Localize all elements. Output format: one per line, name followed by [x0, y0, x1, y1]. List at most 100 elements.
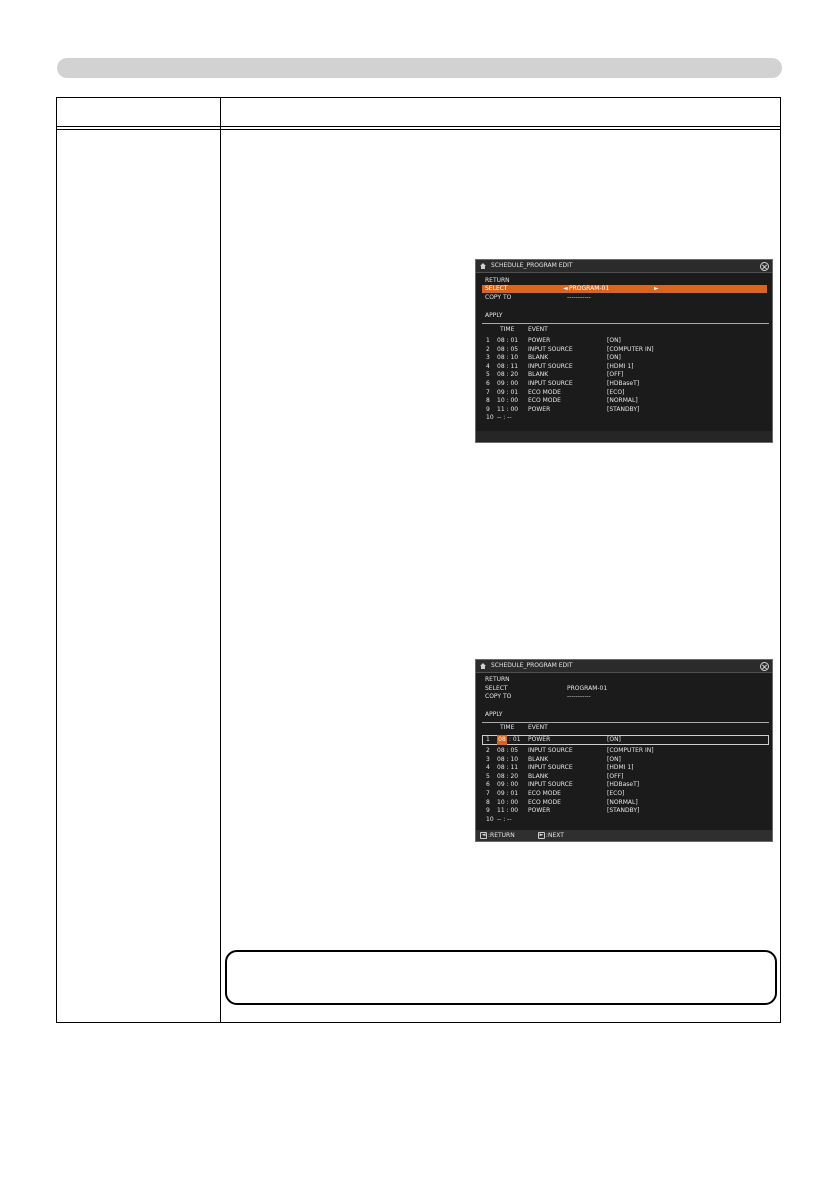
separator — [482, 323, 769, 324]
row-time: 08 : 01 — [497, 337, 519, 344]
menu-apply[interactable]: APPLY — [485, 312, 503, 319]
table-header-divider-double — [57, 129, 780, 130]
row-number: 8 — [486, 397, 490, 405]
row-event: BLANK — [528, 755, 549, 763]
row-time: 09 : 01 — [497, 388, 519, 396]
row-time: -- : -- — [497, 815, 512, 823]
table-column-divider — [220, 98, 221, 1022]
row-time: 11 : 00 — [497, 807, 519, 815]
row-time: 08 : 05 — [497, 747, 519, 754]
select-value: PROGRAM-01 — [569, 285, 610, 292]
row-time: 11 : 00 — [497, 405, 519, 413]
row-number: 3 — [486, 755, 490, 763]
row-number: 7 — [486, 388, 490, 396]
schedule-row[interactable]: 9 11 : 00 POWER [STANDBY] — [476, 807, 772, 815]
content-table — [56, 97, 781, 1023]
row-param: [COMPUTER IN] — [607, 747, 654, 754]
row-param: [STANDBY] — [607, 405, 640, 413]
hour-cursor[interactable]: 08 — [497, 735, 507, 745]
osd-schedule-edit-time: SCHEDULE_PROGRAM EDIT RETURN SELECT PROG… — [475, 659, 773, 842]
close-icon[interactable] — [760, 662, 769, 671]
row-event: POWER — [528, 736, 551, 743]
row-param: [OFF] — [607, 772, 624, 780]
left-key-icon: ◄ — [480, 832, 487, 839]
row-time: 09 : 00 — [497, 380, 519, 387]
close-icon[interactable] — [760, 262, 769, 271]
arrow-left-icon[interactable]: ◄ — [563, 285, 568, 292]
menu-return[interactable]: RETURN — [485, 676, 510, 683]
row-param: [NORMAL] — [607, 798, 638, 806]
row-number: 6 — [486, 781, 490, 789]
row-time: 10 : 00 — [497, 397, 519, 405]
column-time: TIME — [500, 724, 515, 731]
menu-select[interactable]: SELECT — [485, 685, 508, 692]
row-number: 1 — [486, 736, 490, 743]
menu-select[interactable]: SELECT — [485, 285, 508, 292]
selected-row-box[interactable] — [482, 735, 769, 745]
row-event: ECO MODE — [528, 397, 561, 405]
schedule-row[interactable]: 10-- : -- — [476, 414, 772, 422]
separator — [482, 722, 769, 723]
osd-footer: ◄:RETURN ►:NEXT — [476, 830, 772, 841]
row-time: 08 : 20 — [497, 772, 519, 780]
menu-copy-to[interactable]: COPY TO — [485, 693, 512, 700]
row-event: BLANK — [528, 772, 549, 780]
footer-next[interactable]: ►:NEXT — [538, 832, 564, 839]
row-event: BLANK — [528, 371, 549, 379]
row-number: 10 — [486, 815, 494, 823]
osd-title-bar: SCHEDULE_PROGRAM EDIT — [476, 660, 772, 673]
row-number: 10 — [486, 414, 494, 422]
arrow-right-icon[interactable]: ► — [654, 285, 659, 292]
menu-copy-to[interactable]: COPY TO — [485, 294, 512, 301]
home-icon — [480, 263, 486, 269]
menu-apply[interactable]: APPLY — [485, 711, 503, 718]
section-header-bar — [57, 58, 782, 78]
schedule-row-selected[interactable]: 1 08 : 01 POWER [ON] — [476, 735, 772, 745]
schedule-row[interactable]: 10-- : -- — [476, 816, 772, 824]
copy-to-value: ----------- — [567, 693, 591, 700]
row-time: 08 : 10 — [497, 354, 519, 362]
row-time: 10 : 00 — [497, 798, 519, 806]
home-icon — [480, 663, 486, 669]
menu-return[interactable]: RETURN — [485, 277, 510, 284]
row-time: -- : -- — [497, 414, 512, 422]
row-event: POWER — [528, 807, 551, 815]
row-event: POWER — [528, 337, 551, 344]
row-param: [ON] — [607, 354, 621, 362]
row-event: ECO MODE — [528, 798, 561, 806]
row-time: 08 : 11 — [497, 764, 519, 772]
row-number: 9 — [486, 807, 490, 815]
row-time: 08 : 20 — [497, 371, 519, 379]
row-number: 6 — [486, 380, 490, 387]
row-param: [HDMI 1] — [607, 362, 634, 370]
footer-return[interactable]: ◄:RETURN — [480, 832, 515, 839]
row-param: [ECO] — [607, 388, 625, 396]
row-param: [STANDBY] — [607, 807, 640, 815]
selection-highlight — [482, 285, 767, 293]
select-value: PROGRAM-01 — [567, 685, 608, 692]
row-param: [OFF] — [607, 371, 624, 379]
row-param: [ON] — [607, 337, 621, 344]
row-time: 09 : 00 — [497, 781, 519, 789]
row-param: [HDBaseT] — [607, 380, 640, 387]
row-param: [COMPUTER IN] — [607, 345, 654, 353]
row-event: POWER — [528, 405, 551, 413]
row-number: 3 — [486, 354, 490, 362]
row-param: [HDMI 1] — [607, 764, 634, 772]
